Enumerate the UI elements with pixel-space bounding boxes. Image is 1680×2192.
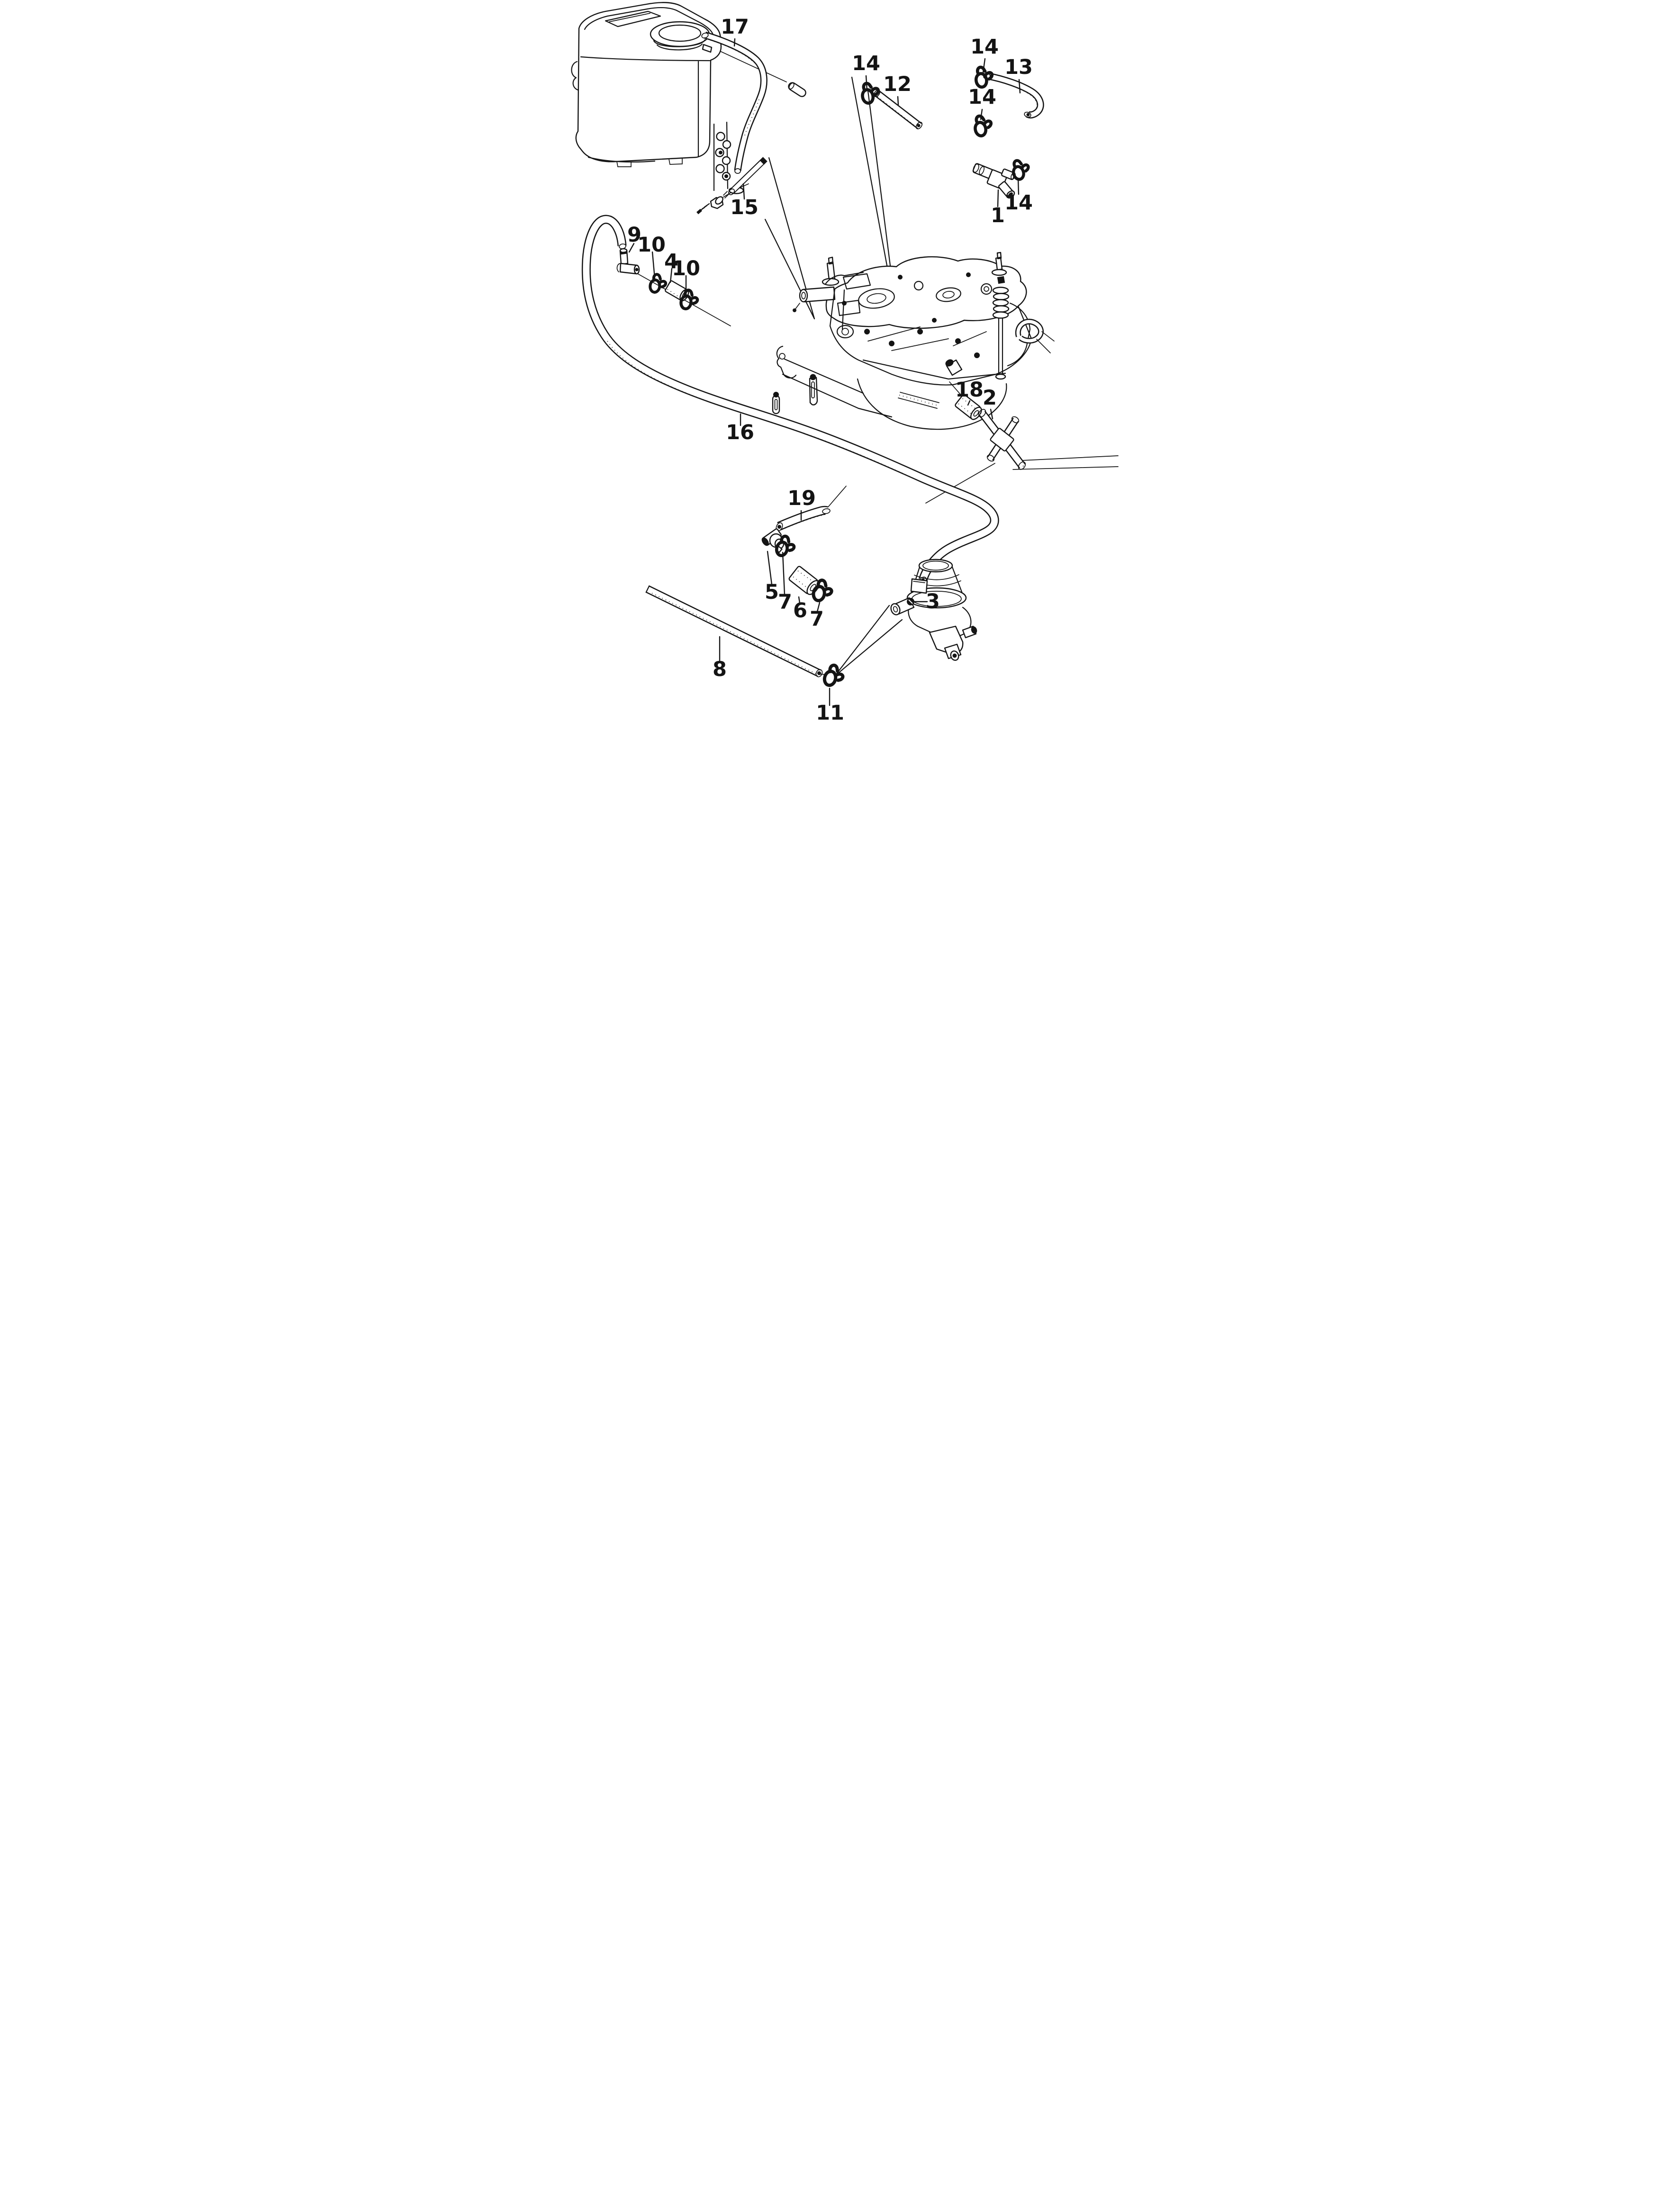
callout-6: 6 [793, 599, 807, 622]
line-cross2-right-a [1021, 455, 1119, 461]
callout-14d: 14 [1004, 191, 1033, 215]
carb-left-port [803, 286, 836, 303]
valve-bracket [723, 191, 730, 198]
callout-13: 13 [1004, 55, 1033, 79]
carb-stud-left [826, 256, 836, 281]
wedge-hose17-to-carb [764, 157, 815, 320]
callout-8: 8 [713, 658, 727, 681]
callout-9: 9 [627, 223, 641, 247]
callout-18: 18 [955, 378, 984, 402]
callout-3: 3 [926, 590, 940, 613]
callout-15: 15 [730, 196, 759, 219]
wedge-pump-to-clamp11 [834, 604, 903, 677]
parts-diagram-canvas: 17 14 12 14 13 14 14 1 15 9 10 4 10 18 2… [560, 0, 1120, 731]
tank-foot-b [668, 158, 683, 165]
carb-gasket [825, 256, 1027, 329]
tank-top-panel-inner [609, 13, 650, 22]
tank-cap-nipple [702, 44, 713, 53]
joint-1 [972, 163, 1016, 199]
line-hose19-end [828, 486, 847, 507]
tank-foot-a [616, 161, 632, 167]
callout-16: 16 [726, 421, 754, 444]
hose-12 [873, 90, 923, 129]
carb-venturi-b [936, 287, 961, 302]
hose-8 [645, 585, 823, 677]
tank-cap-inner [658, 24, 702, 42]
filter-6 [788, 566, 820, 595]
line-cross2-leader [925, 463, 995, 504]
tank-top-panel [605, 10, 661, 27]
tank-grommet [715, 164, 725, 173]
clamp-14d [1011, 158, 1031, 180]
tank-base-skid [587, 156, 656, 163]
tank-grommet [722, 156, 731, 165]
callout-12: 12 [883, 72, 912, 96]
line-cross2-right-b [1012, 466, 1119, 470]
carburetor [772, 252, 1055, 430]
callout-leaders [628, 38, 1021, 706]
line-tank-to-sleeve [707, 45, 787, 82]
carb-stud-right [995, 252, 1003, 271]
callout-14a: 14 [852, 52, 880, 75]
callout-5: 5 [765, 580, 779, 604]
carb-port-hole [836, 325, 854, 339]
tank-grommet [722, 140, 732, 149]
callout-4: 4 [664, 250, 678, 273]
callout-14c: 14 [968, 85, 996, 109]
callout-19: 19 [787, 487, 816, 510]
pump-valve [890, 559, 977, 661]
hose-19 [776, 505, 831, 532]
carb-spring-bolt [997, 276, 1005, 284]
carb-rod [998, 317, 1003, 375]
carb-hook-bracket [776, 345, 797, 379]
callout-10b: 10 [672, 257, 700, 280]
valve-collar [715, 196, 723, 205]
valve-threads [699, 203, 710, 212]
clamp-14a [860, 81, 880, 104]
tank-grommet-hole [719, 151, 723, 154]
thermo-valve-15 [696, 191, 730, 215]
tube-15 [728, 157, 768, 195]
valve-tip [696, 208, 702, 215]
callout-11: 11 [816, 701, 844, 725]
diagram-page: 17 14 12 14 13 14 14 1 15 9 10 4 10 18 2… [560, 0, 1120, 731]
tank-grommet-hole [724, 174, 728, 178]
tank-face-divide [580, 56, 711, 62]
callout-7a: 7 [778, 590, 792, 614]
cross-joint-2 [978, 409, 1026, 470]
callout-10a: 10 [637, 233, 666, 257]
carb-body [829, 306, 1032, 386]
elbow-9 [616, 248, 640, 275]
carb-strap-a [772, 395, 780, 415]
callout-7b: 7 [810, 607, 824, 631]
hose-17 [701, 31, 768, 174]
callout-17: 17 [721, 15, 749, 39]
clamp-14c [973, 114, 993, 136]
joint-sleeve [788, 82, 806, 97]
callout-2: 2 [983, 386, 997, 410]
tank-cap-neck [653, 39, 706, 51]
callout-14b: 14 [970, 35, 999, 59]
clamp-10a [650, 274, 667, 293]
callout-1: 1 [991, 204, 1005, 227]
tank-bracket-tail [740, 183, 749, 188]
tank-handle [571, 61, 579, 91]
tank-grommet [716, 132, 725, 141]
tank-top-inner-edge [584, 7, 714, 37]
callouts: 17 14 12 14 13 14 14 1 15 9 10 4 10 18 2… [627, 15, 1033, 725]
